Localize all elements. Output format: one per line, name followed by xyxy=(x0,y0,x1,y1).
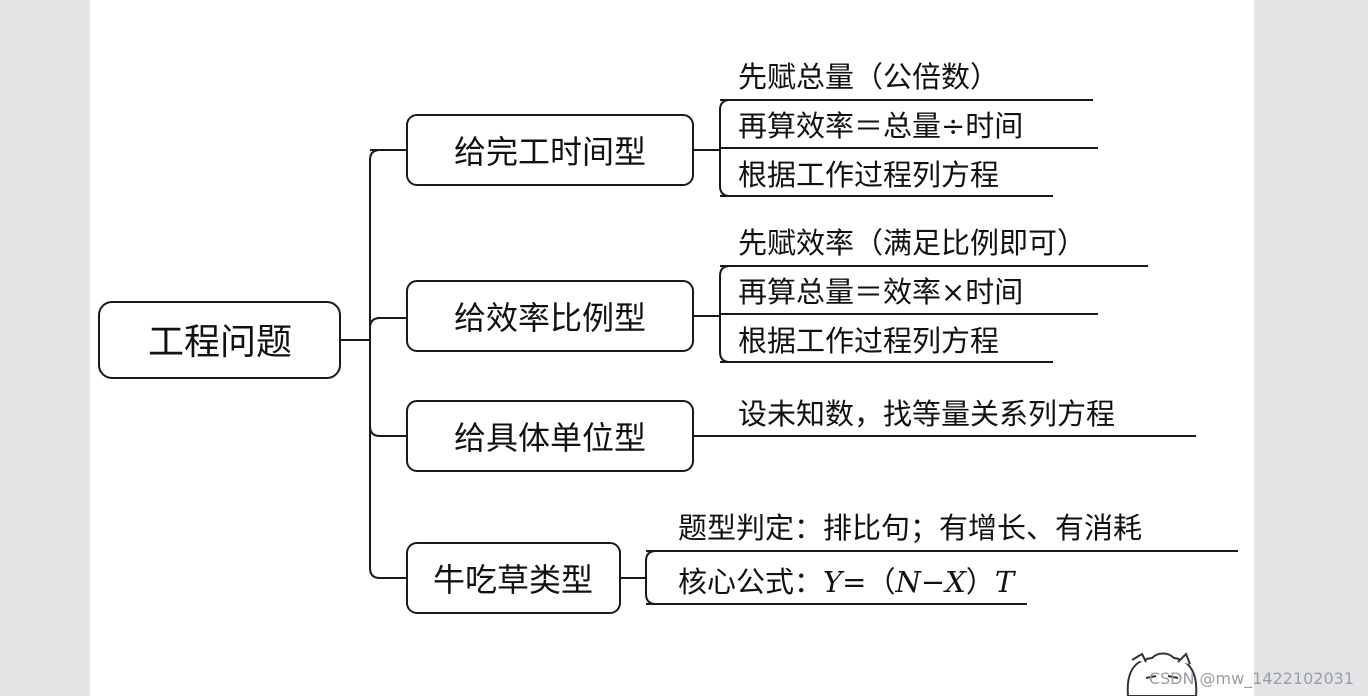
formula-close: ） xyxy=(966,565,995,599)
connector-branch-3 xyxy=(369,425,407,437)
root-node xyxy=(98,301,341,379)
branch-label-2: 给效率比例型 xyxy=(454,299,646,337)
connector-branch-2 xyxy=(369,317,407,329)
formula-y: Y xyxy=(823,565,845,599)
watermark: CSDN @mw_1422102031 xyxy=(1148,669,1354,688)
canvas: 工程问题 给完工时间型 给效率比例型 给具体单位型 牛吃草类型 先赋总量（公倍数… xyxy=(90,0,1254,696)
leaf-1-2: 再算效率＝总量÷时间 xyxy=(738,109,1023,143)
leaf-bracket-4-vertical xyxy=(645,550,657,605)
formula-n: N xyxy=(894,565,922,599)
leaf-3-1: 设未知数，找等量关系列方程 xyxy=(738,397,1115,431)
leaf-1-3: 根据工作过程列方程 xyxy=(738,158,999,192)
formula-minus: − xyxy=(921,565,945,599)
formula-eq: =（ xyxy=(842,565,895,599)
leaf-2-2: 再算总量＝效率×时间 xyxy=(738,275,1023,309)
branch-label-3: 给具体单位型 xyxy=(454,419,646,457)
branch-label-1: 给完工时间型 xyxy=(454,133,646,171)
connector-trunk xyxy=(369,149,381,579)
formula-t: T xyxy=(995,565,1017,599)
branch-label-4: 牛吃草类型 xyxy=(433,561,593,599)
mascot-icon xyxy=(1126,652,1198,696)
leaf-1-1: 先赋总量（公倍数） xyxy=(738,60,999,94)
mind-map: 工程问题 给完工时间型 给效率比例型 给具体单位型 牛吃草类型 先赋总量（公倍数… xyxy=(98,60,1238,614)
leaf-2-3: 根据工作过程列方程 xyxy=(738,324,999,358)
leaf-4-2-formula: 核心公式：Y=（N−X）T xyxy=(678,565,1017,599)
formula-prefix: 核心公式： xyxy=(678,565,823,599)
formula-x: X xyxy=(943,565,967,599)
root-label: 工程问题 xyxy=(148,322,292,363)
leaf-2-1: 先赋效率（满足比例即可） xyxy=(738,226,1086,260)
leaf-4-1: 题型判定：排比句；有增长、有消耗 xyxy=(678,511,1142,545)
